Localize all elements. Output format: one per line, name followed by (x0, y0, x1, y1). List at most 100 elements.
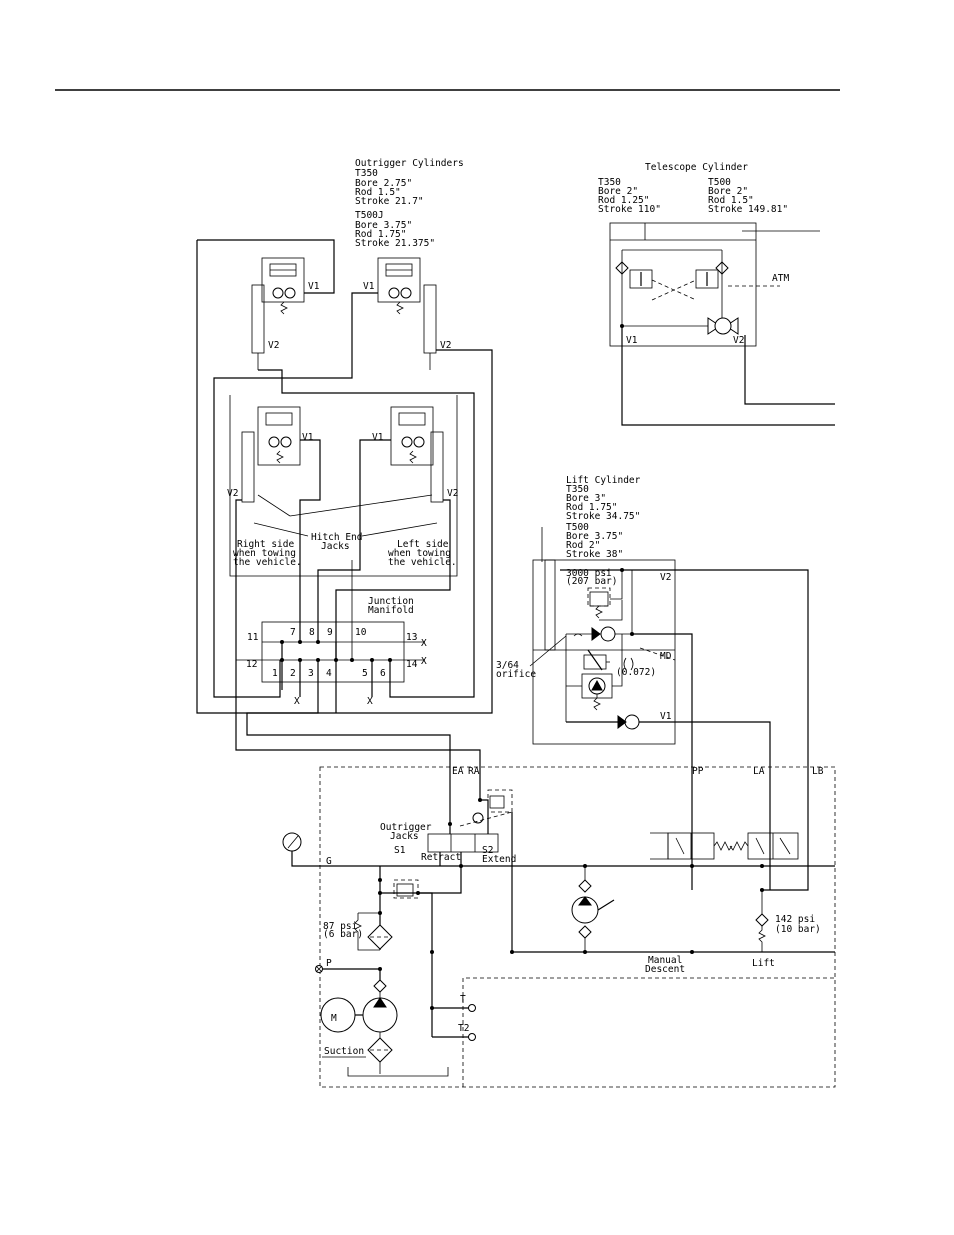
svg-text:T500J: T500J (355, 210, 384, 221)
svg-text:Extend: Extend (482, 854, 516, 865)
svg-text:G: G (326, 856, 332, 867)
svg-text:Stroke 38": Stroke 38" (566, 549, 623, 560)
hitch-jack-left: V1 V2 (227, 406, 314, 503)
svg-text:Bore 2.75": Bore 2.75" (355, 178, 412, 189)
svg-text:V1: V1 (660, 711, 672, 722)
svg-text:5: 5 (362, 668, 368, 679)
svg-text:Stroke 21.375": Stroke 21.375" (355, 238, 435, 249)
svg-text:RA: RA (468, 766, 480, 777)
svg-text:Lift: Lift (752, 958, 775, 969)
svg-text:Bore 3": Bore 3" (566, 493, 606, 504)
svg-text:Rod 1.5": Rod 1.5" (355, 187, 401, 198)
outrigger-right-cylinder: V1 V2 (363, 257, 451, 370)
lift-cylinder-block: V2 3000 psi (207 bar) (0.072) (0.072) MD… (496, 527, 809, 891)
svg-text:3000 psi: 3000 psi (566, 568, 612, 579)
svg-text:V2: V2 (440, 340, 451, 351)
svg-text:V1: V1 (372, 432, 384, 443)
svg-text:T2: T2 (458, 1023, 469, 1034)
svg-text:10: 10 (355, 627, 367, 638)
svg-text:Rod 1.75": Rod 1.75" (566, 502, 617, 513)
svg-text:MD: MD (660, 651, 672, 662)
svg-text:when towing: when towing (233, 548, 296, 559)
svg-text:P: P (326, 958, 332, 969)
outrigger-title: Outrigger Cylinders (355, 158, 464, 169)
svg-text:V2: V2 (447, 488, 458, 499)
svg-text:Stroke 21.7": Stroke 21.7" (355, 196, 424, 207)
svg-text:T350: T350 (566, 484, 589, 495)
svg-text:6: 6 (380, 668, 386, 679)
svg-text:3/64: 3/64 (496, 660, 519, 671)
hitch-jack-right: V1 V2 (372, 406, 458, 503)
lift-specs: Lift Cylinder T350 Bore 3" Rod 1.75" Str… (566, 475, 641, 560)
svg-text:V2: V2 (268, 340, 279, 351)
lift-title: Lift Cylinder (566, 475, 641, 486)
svg-text:the vehicle.: the vehicle. (233, 557, 302, 568)
hitch-labels: Hitch End Jacks Right side when towing t… (233, 494, 457, 568)
svg-text:Right side: Right side (237, 539, 294, 550)
svg-text:PP: PP (692, 766, 704, 777)
svg-text:Hitch End: Hitch End (311, 532, 362, 543)
outrigger-specs: Outrigger Cylinders T350 Bore 2.75" Rod … (355, 158, 464, 249)
svg-text:T350: T350 (355, 168, 378, 179)
svg-text:Stroke 34.75": Stroke 34.75" (566, 511, 640, 522)
svg-text:V1: V1 (308, 281, 320, 292)
svg-text:7: 7 (290, 627, 296, 638)
svg-text:T350: T350 (598, 177, 621, 188)
svg-text:Bore 3.75": Bore 3.75" (566, 531, 623, 542)
svg-text:Rod 1.25": Rod 1.25" (598, 195, 649, 206)
svg-text:Stroke 110": Stroke 110" (598, 204, 661, 215)
svg-text:Rod 1.75": Rod 1.75" (355, 229, 406, 240)
svg-text:14: 14 (406, 659, 418, 670)
telescope-specs: Telescope Cylinder T350 Bore 2" Rod 1.25… (598, 162, 788, 215)
svg-text:Rod 1.5": Rod 1.5" (708, 195, 754, 206)
svg-text:8: 8 (309, 627, 315, 638)
svg-text:Bore 2": Bore 2" (708, 186, 748, 197)
svg-text:the vehicle.: the vehicle. (388, 557, 457, 568)
svg-text:T500: T500 (708, 177, 731, 188)
svg-text:Jacks: Jacks (390, 831, 419, 842)
svg-text:2: 2 (290, 668, 296, 679)
svg-text:LA: LA (753, 766, 765, 777)
telescope-title: Telescope Cylinder (645, 162, 748, 173)
svg-text:4: 4 (326, 668, 332, 679)
junction-manifold: Junction Manifold 11 7 8 9 10 13 12 1 2 … (236, 596, 427, 707)
svg-text:V1: V1 (626, 335, 638, 346)
svg-text:orifice: orifice (496, 669, 536, 680)
svg-text:Junction: Junction (368, 596, 414, 607)
svg-text:3: 3 (308, 668, 314, 679)
svg-text:LB: LB (812, 766, 824, 777)
svg-text:ATM: ATM (772, 273, 789, 284)
svg-text:V1: V1 (363, 281, 375, 292)
svg-text:X: X (294, 696, 300, 707)
svg-text:12: 12 (246, 659, 257, 670)
svg-text:(0.072): (0.072) (616, 667, 656, 678)
svg-text:S1: S1 (394, 845, 406, 856)
svg-text:X: X (421, 656, 427, 667)
power-unit: EA RA PP LA LB G Outrigger Jacks S1 Retr… (282, 766, 836, 1088)
svg-text:(10 bar): (10 bar) (775, 924, 821, 935)
svg-text:142 psi: 142 psi (775, 914, 815, 925)
svg-text:S2: S2 (482, 845, 493, 856)
svg-text:(6 bar): (6 bar) (323, 929, 363, 940)
svg-text:T500: T500 (566, 522, 589, 533)
svg-text:1: 1 (272, 668, 278, 679)
svg-text:11: 11 (247, 632, 259, 643)
outrigger-hoses (196, 239, 493, 770)
svg-text:X: X (367, 696, 373, 707)
svg-text:EA: EA (452, 766, 464, 777)
svg-text:Manifold: Manifold (368, 605, 414, 616)
svg-text:V2: V2 (733, 335, 744, 346)
svg-text:Retract: Retract (421, 852, 461, 863)
svg-text:Suction: Suction (324, 1046, 364, 1057)
svg-text:Jacks: Jacks (321, 541, 350, 552)
svg-text:Left side: Left side (397, 539, 449, 550)
svg-text:X: X (421, 638, 427, 649)
svg-text:V1: V1 (302, 432, 314, 443)
svg-text:Bore 3.75": Bore 3.75" (355, 220, 412, 231)
svg-text:9: 9 (327, 627, 333, 638)
svg-text:when towing: when towing (388, 548, 451, 559)
svg-text:V2: V2 (660, 572, 671, 583)
svg-text:Rod 2": Rod 2" (566, 540, 600, 551)
svg-text:13: 13 (406, 632, 417, 643)
